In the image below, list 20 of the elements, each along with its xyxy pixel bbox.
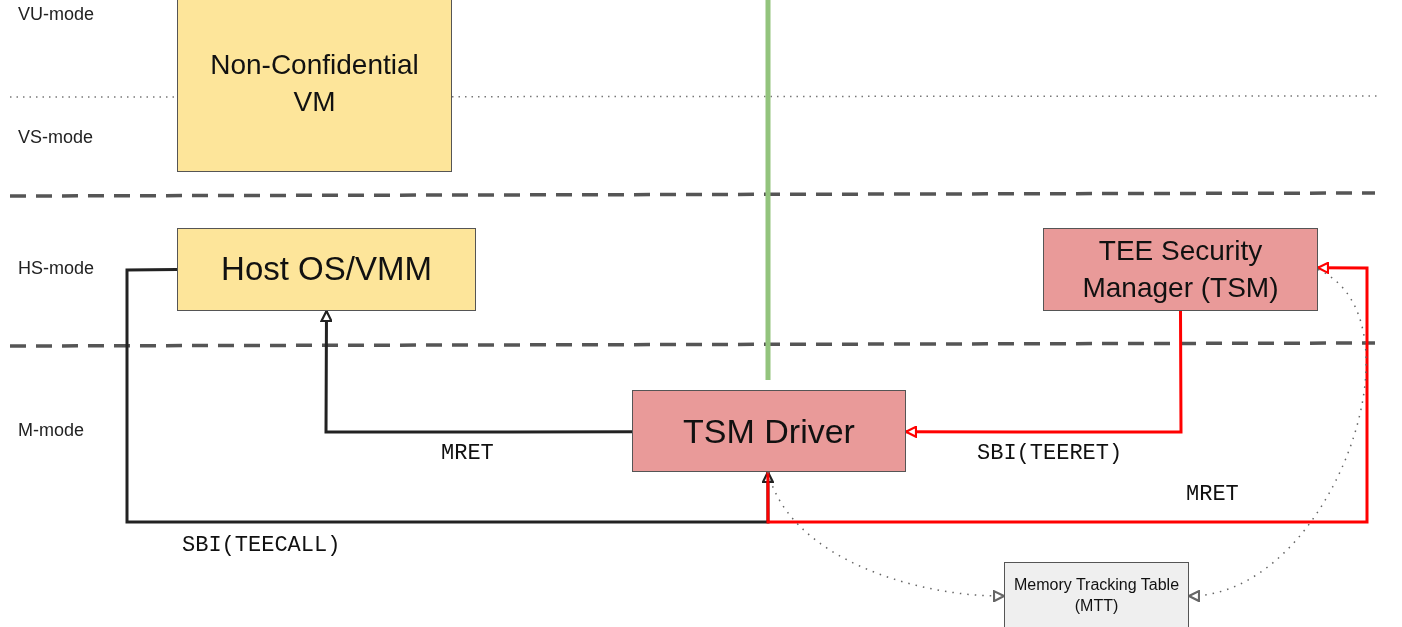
arrow	[125, 268, 774, 524]
mode-label: VU-mode	[18, 4, 95, 25]
dotted-arrow	[1187, 268, 1367, 601]
process-box	[1043, 228, 1318, 311]
box-label: Memory Tracking Table (MTT)	[1012, 575, 1181, 616]
dotted-arrow	[767, 471, 1006, 602]
mode-label: VS-mode	[18, 127, 94, 148]
box-label: TEE Security Manager (TSM)	[1081, 234, 1280, 305]
process-box	[177, 228, 476, 311]
box-label: TSM Driver	[683, 410, 855, 452]
mode-label: HS-mode	[18, 258, 95, 279]
box-label: Non-Confidential VM	[209, 48, 420, 119]
arrow	[904, 311, 1183, 438]
process-box	[632, 390, 906, 472]
arrow	[320, 309, 632, 434]
process-box	[1004, 562, 1189, 627]
arrow	[766, 261, 1369, 524]
process-box	[177, 0, 452, 172]
mode-label: M-mode	[18, 420, 84, 441]
box-label: Host OS/VMM	[221, 249, 432, 290]
